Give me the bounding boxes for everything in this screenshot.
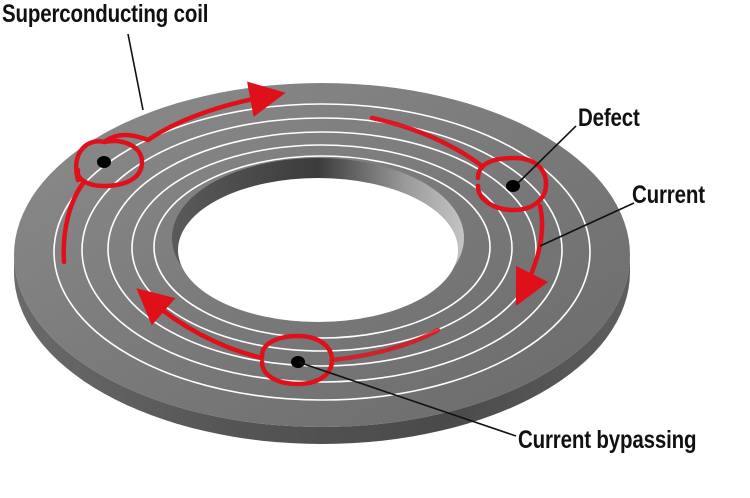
defect-top-left (97, 156, 111, 168)
coil-windings (53, 103, 591, 401)
leader-bypass (297, 361, 517, 437)
leader-coil (127, 33, 144, 111)
current-paths (61, 81, 549, 387)
label-current: Current (632, 181, 705, 209)
label-superconducting-coil: Superconducting coil (2, 0, 209, 28)
defect-right (506, 180, 520, 192)
center-hole (178, 178, 458, 322)
label-current-bypassing: Current bypassing (518, 426, 697, 454)
leader-current (539, 202, 635, 247)
label-defect: Defect (578, 104, 640, 132)
leader-defect (517, 125, 577, 184)
leader-lines (127, 33, 635, 437)
